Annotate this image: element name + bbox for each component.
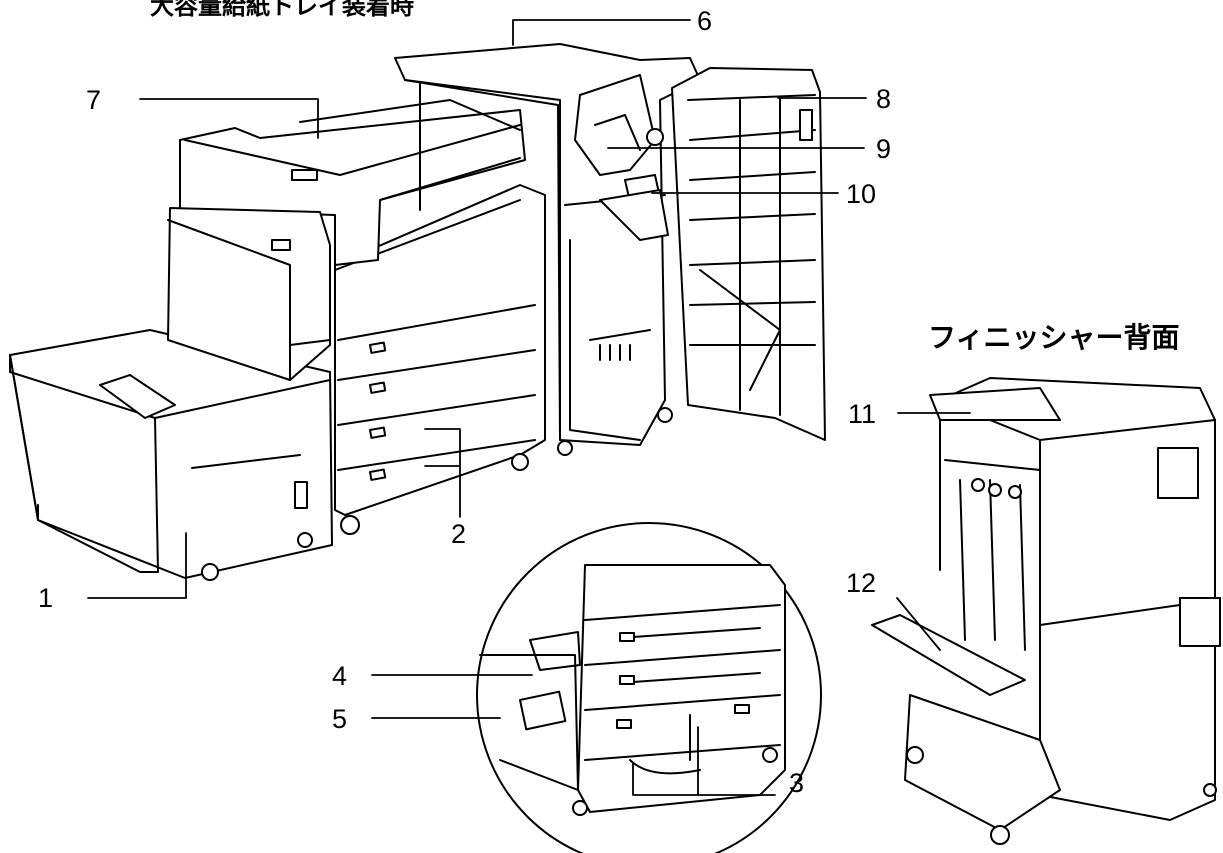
high-capacity-feeder [9,329,333,581]
finisher-rear-view [871,377,1221,845]
callout-11: 11 [848,399,877,429]
callout-10: 10 [846,179,877,209]
leader-6 [512,19,691,46]
finisher-front [394,43,701,456]
leader-1 [87,532,187,599]
callout-12: 12 [846,568,877,598]
finisher-door [671,67,826,441]
callout-9: 9 [876,134,892,164]
leader-7 [139,98,319,139]
leader-2 [424,428,461,518]
leader-3 [632,726,776,796]
callout-1: 1 [38,583,54,613]
detail-circle [476,522,822,853]
leader-12 [896,597,941,651]
leader-lines [87,19,971,796]
callout-3: 3 [789,768,805,798]
callout-2: 2 [451,519,467,549]
title-high-capacity-tray: 大容量給紙トレイ装着時 [150,0,414,20]
callout-8: 8 [876,84,892,114]
bypass-tray-unit [167,207,331,381]
callout-4: 4 [332,661,348,691]
callout-7: 7 [86,85,102,115]
output-tray-unit [179,99,526,266]
callout-5: 5 [332,704,348,734]
title-finisher-rear: フィニッシャー背面 [928,321,1180,354]
callout-6: 6 [697,6,713,36]
